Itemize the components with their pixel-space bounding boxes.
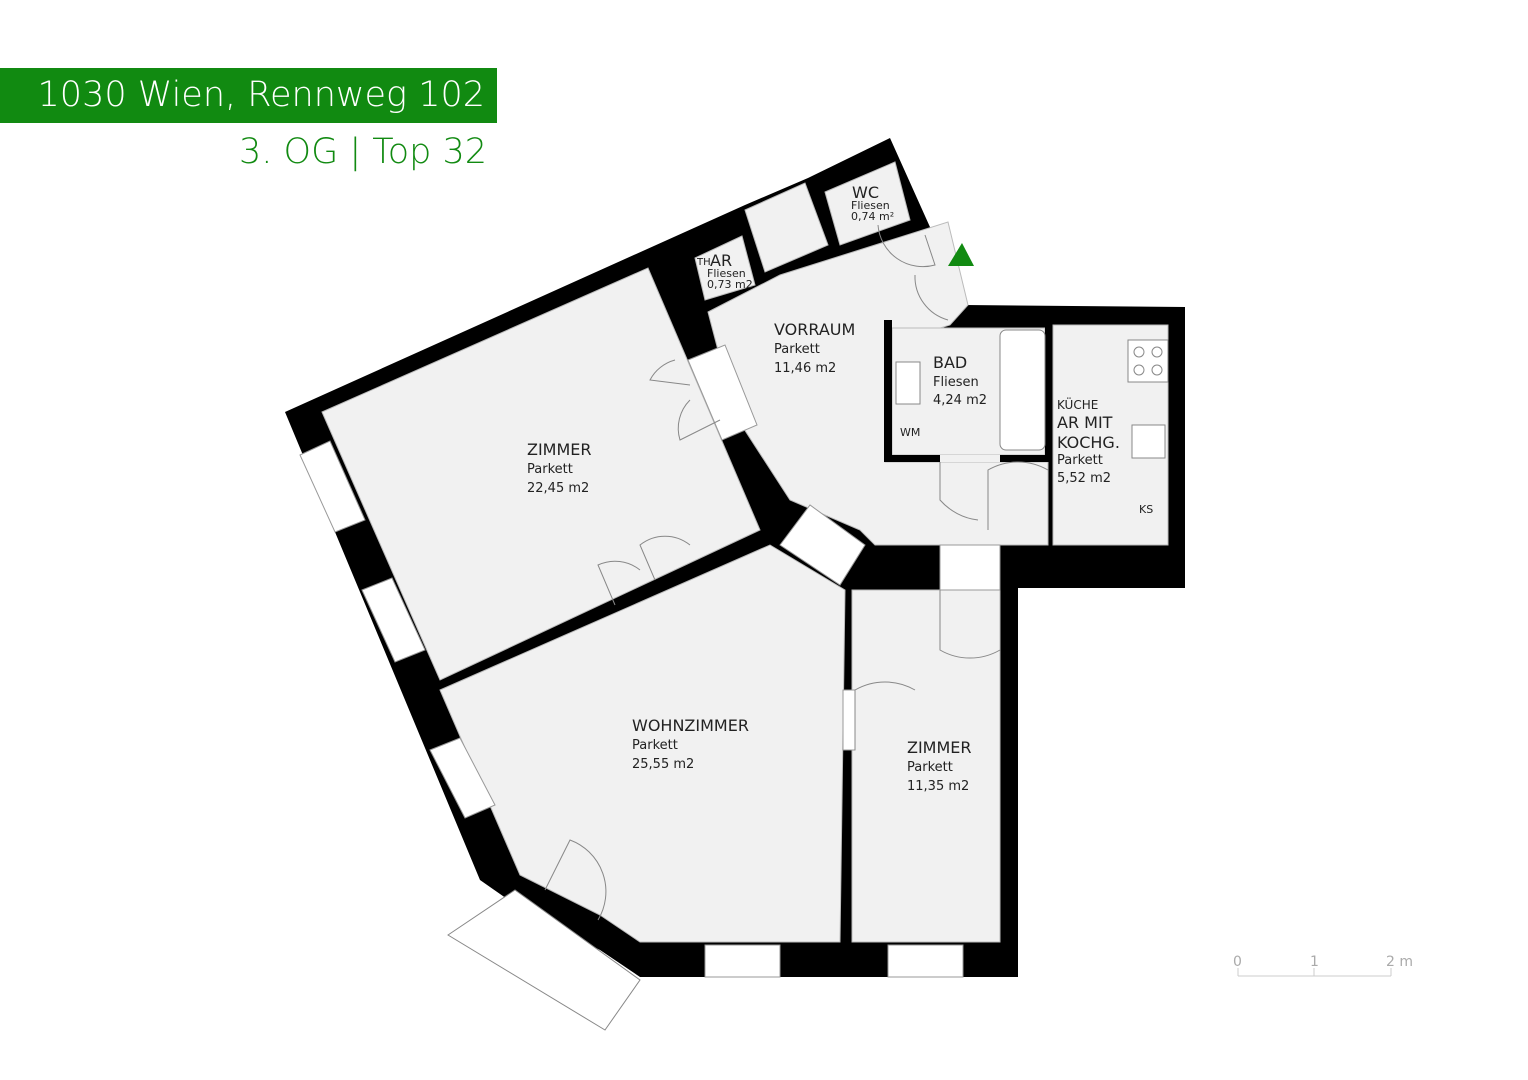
window <box>887 944 964 978</box>
room-name: WOHNZIMMER <box>632 716 749 735</box>
room-floor: Parkett <box>632 738 678 753</box>
scale-label: 1 <box>1310 954 1319 970</box>
room-floor: Parkett <box>774 342 820 357</box>
room-area: 5,52 m2 <box>1057 471 1111 486</box>
doorway <box>939 544 1001 591</box>
room-name: BAD <box>933 353 967 372</box>
room-name: AR <box>710 251 732 270</box>
room-area: 4,24 m2 <box>933 393 987 408</box>
door-arc <box>544 839 607 921</box>
room-wohnzimmer <box>439 544 846 943</box>
room-area: 11,46 m2 <box>774 361 836 376</box>
fridge-label: KS <box>1139 503 1153 516</box>
window <box>299 440 366 533</box>
doorway <box>779 504 866 586</box>
scale-bar: 0 1 2 m <box>1233 954 1413 977</box>
room-prefix: TH <box>696 257 711 268</box>
room-area: 25,55 m2 <box>632 757 694 772</box>
room-name: ZIMMER <box>527 440 592 459</box>
stove-icon <box>1127 339 1169 383</box>
door-arc <box>677 399 721 441</box>
room-floor: Fliesen <box>851 199 890 212</box>
room-name-line2: AR MIT <box>1057 413 1113 432</box>
window <box>361 577 426 663</box>
door-arc <box>914 274 949 321</box>
door-arc <box>939 462 979 521</box>
washbasin <box>895 361 921 405</box>
room-name: WC <box>852 183 879 202</box>
washer-label: WM <box>900 426 920 439</box>
room-name: ZIMMER <box>907 738 972 757</box>
room-wc <box>824 161 911 246</box>
door-arc <box>987 461 1049 530</box>
door-arc <box>877 224 936 268</box>
scale-label: 0 <box>1233 954 1242 970</box>
room-name-line3: KOCHG. <box>1057 433 1120 452</box>
balcony <box>447 889 641 1031</box>
room-floor: Fliesen <box>707 267 746 280</box>
room-zimmer-2 <box>851 589 1001 943</box>
room-area: 22,45 m2 <box>527 481 589 496</box>
sink <box>1131 424 1166 459</box>
unit-label: 3. OG | Top 32 <box>239 132 487 172</box>
room-storage <box>744 182 829 273</box>
door-arc <box>597 560 641 606</box>
room-area: 0,74 m² <box>851 210 894 223</box>
room-floor: Fliesen <box>933 375 979 390</box>
room-ar <box>694 235 756 301</box>
scale-label: 2 m <box>1386 954 1413 970</box>
room-area: 0,73 m2 <box>707 278 753 291</box>
bathtub <box>999 329 1046 451</box>
doorway <box>687 344 758 441</box>
room-zimmer-1 <box>321 267 761 681</box>
room-name: VORRAUM <box>774 320 855 339</box>
room-name: KÜCHE <box>1057 396 1098 412</box>
entrance-triangle-icon <box>948 243 974 266</box>
door-arc <box>639 535 691 581</box>
window <box>704 944 781 978</box>
address-banner: 1030 Wien, Rennweg 102 <box>0 68 497 123</box>
room-floor: Parkett <box>1057 453 1103 468</box>
room-area: 11,35 m2 <box>907 779 969 794</box>
room-floor: Parkett <box>907 760 953 775</box>
door-arc <box>854 681 916 750</box>
window <box>429 737 496 819</box>
door-arc <box>939 590 1001 659</box>
door-arc <box>649 359 691 386</box>
doorway <box>842 689 856 751</box>
room-floor: Parkett <box>527 462 573 477</box>
